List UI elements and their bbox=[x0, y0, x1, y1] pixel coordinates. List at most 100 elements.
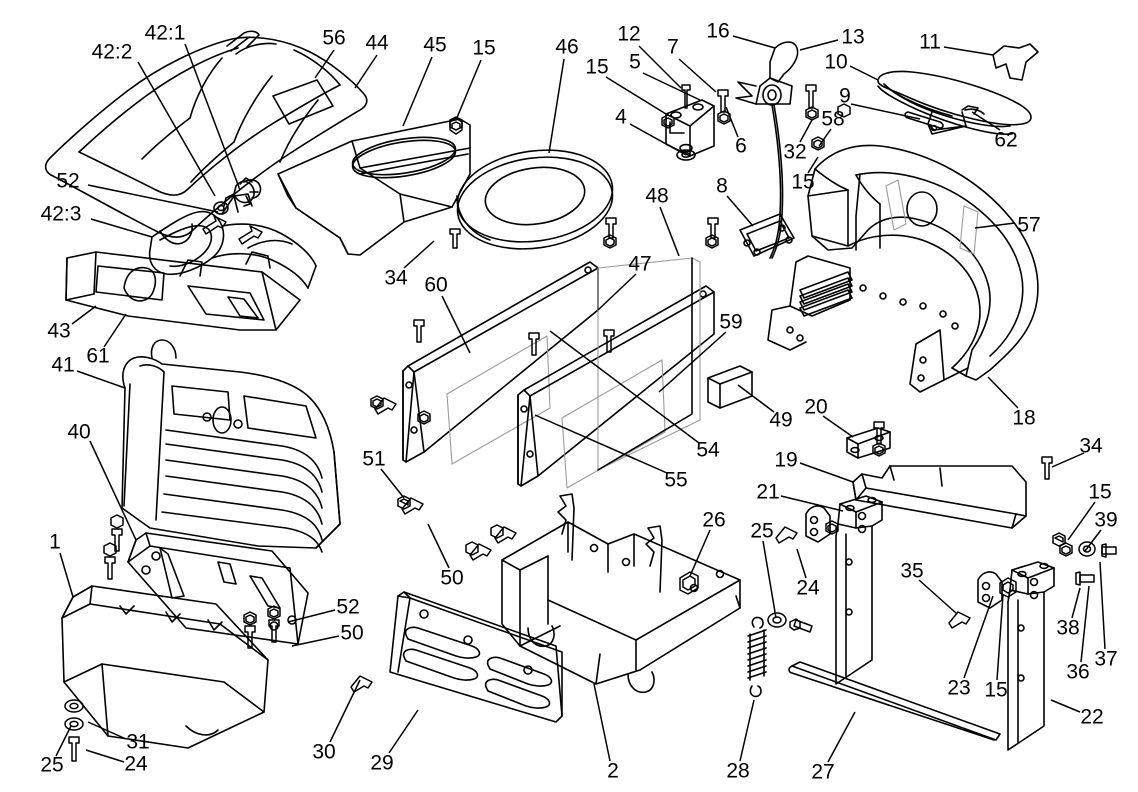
callout-61: 61 bbox=[86, 344, 110, 368]
leader-line-8 bbox=[726, 195, 754, 227]
fastener-15-left-small bbox=[661, 114, 675, 129]
callout-42-2: 42:2 bbox=[91, 40, 133, 64]
leader-line-49 bbox=[737, 384, 775, 413]
callout-22: 22 bbox=[1080, 705, 1104, 729]
callout-7: 7 bbox=[667, 35, 679, 59]
leader-line-15 bbox=[455, 59, 482, 121]
part-perforated-plate-29 bbox=[389, 591, 563, 723]
part-bracket-21 bbox=[835, 495, 883, 685]
callout-44: 44 bbox=[365, 31, 389, 55]
callout-34: 34 bbox=[384, 266, 408, 290]
leader-line-7 bbox=[678, 58, 717, 93]
part-bumper-1 bbox=[61, 585, 269, 749]
leader-line-37 bbox=[1099, 561, 1106, 650]
leader-line-54 bbox=[549, 330, 700, 444]
callout-34: 34 bbox=[1079, 434, 1103, 458]
part-mount-bar-8 bbox=[739, 213, 795, 257]
part-front-panel-43 bbox=[65, 251, 301, 331]
callout-26: 26 bbox=[702, 508, 726, 532]
callout-42-3: 42:3 bbox=[40, 202, 82, 226]
fastener-52-nut-bot-b bbox=[267, 605, 281, 643]
callout-15: 15 bbox=[472, 36, 496, 60]
leader-line-47 bbox=[597, 273, 637, 311]
leader-line-16 bbox=[732, 35, 776, 49]
part-radiator-core-59 bbox=[597, 257, 701, 471]
leader-line-51 bbox=[380, 468, 405, 499]
callout-30: 30 bbox=[312, 740, 336, 764]
fastener-47-nut-top bbox=[603, 217, 617, 249]
fastener-15-39-group bbox=[1059, 541, 1117, 558]
part-frame-2 bbox=[501, 493, 741, 694]
leader-line-62 bbox=[971, 111, 1001, 131]
part-rod-27 bbox=[788, 661, 1001, 741]
fastener-9-bolt bbox=[805, 84, 819, 121]
callout-25: 25 bbox=[750, 519, 774, 543]
fastener-38-bolt bbox=[1075, 571, 1095, 586]
leader-line-46 bbox=[548, 58, 565, 154]
fastener-60-nut-b bbox=[417, 410, 431, 425]
leader-line-59 bbox=[658, 331, 727, 393]
leader-line-15 bbox=[1067, 501, 1096, 541]
leader-line-20 bbox=[822, 415, 854, 438]
part-hood-44 bbox=[44, 30, 368, 245]
leader-line-18 bbox=[987, 376, 1019, 409]
callout-4: 4 bbox=[615, 105, 627, 129]
callout-50: 50 bbox=[340, 621, 364, 645]
leader-line-42-2 bbox=[137, 61, 216, 197]
callout-55: 55 bbox=[664, 468, 688, 492]
leader-line-52 bbox=[287, 609, 336, 623]
callout-5: 5 bbox=[629, 50, 641, 74]
leader-line-60 bbox=[441, 295, 471, 354]
callout-24: 24 bbox=[124, 752, 148, 776]
fastener-40-nut-b bbox=[103, 542, 117, 580]
callout-51: 51 bbox=[362, 447, 386, 471]
callout-16: 16 bbox=[706, 19, 730, 43]
fastener-31-washer bbox=[64, 699, 84, 731]
fastener-7-bolt bbox=[717, 89, 731, 125]
fastener-51-nut bbox=[397, 495, 424, 515]
leader-line-21 bbox=[780, 495, 844, 512]
leader-line-48 bbox=[659, 206, 680, 257]
callout-52: 52 bbox=[336, 595, 360, 619]
callout-60: 60 bbox=[424, 273, 448, 297]
leader-line-5 bbox=[642, 72, 701, 101]
leader-line-58 bbox=[818, 128, 832, 147]
fastener-58-nut bbox=[837, 103, 851, 118]
fastener-21-bolt bbox=[775, 526, 798, 544]
leader-line-45 bbox=[402, 56, 433, 127]
leader-line-29 bbox=[388, 709, 419, 754]
callout-58: 58 bbox=[821, 107, 845, 131]
leader-line-39 bbox=[1084, 529, 1102, 552]
part-plate-20 bbox=[846, 427, 891, 459]
leader-line-50 bbox=[427, 523, 450, 569]
fastener-30-bolt bbox=[350, 675, 373, 693]
callout-57: 57 bbox=[1017, 213, 1041, 237]
fastener-21-nut bbox=[825, 520, 839, 535]
callout-32: 32 bbox=[783, 140, 807, 164]
callout-29: 29 bbox=[370, 751, 394, 775]
leader-line-56 bbox=[314, 49, 335, 79]
callout-11: 11 bbox=[919, 30, 941, 54]
leader-line-34 bbox=[403, 240, 435, 269]
leader-lines bbox=[55, 35, 1106, 763]
leader-line-42-1 bbox=[184, 43, 241, 191]
callout-10: 10 bbox=[824, 50, 848, 74]
leader-line-22 bbox=[1050, 699, 1081, 713]
fastener-35-bolt bbox=[948, 611, 971, 629]
fastener-47-bolt bbox=[528, 332, 540, 356]
leader-line-23 bbox=[963, 595, 994, 679]
fastener-20-bolt bbox=[872, 421, 886, 457]
callout-38: 38 bbox=[1056, 616, 1080, 640]
callout-20: 20 bbox=[804, 395, 828, 419]
leader-line-24 bbox=[85, 749, 125, 763]
leader-line-6 bbox=[725, 106, 739, 138]
callout-45: 45 bbox=[423, 33, 447, 57]
leader-line-61 bbox=[103, 313, 127, 348]
callout-48: 48 bbox=[645, 184, 669, 208]
leader-line-25 bbox=[762, 540, 777, 619]
callout-42-1: 42:1 bbox=[144, 21, 186, 45]
part-steering-wheel-10 bbox=[877, 43, 1039, 135]
callout-2: 2 bbox=[607, 759, 619, 783]
